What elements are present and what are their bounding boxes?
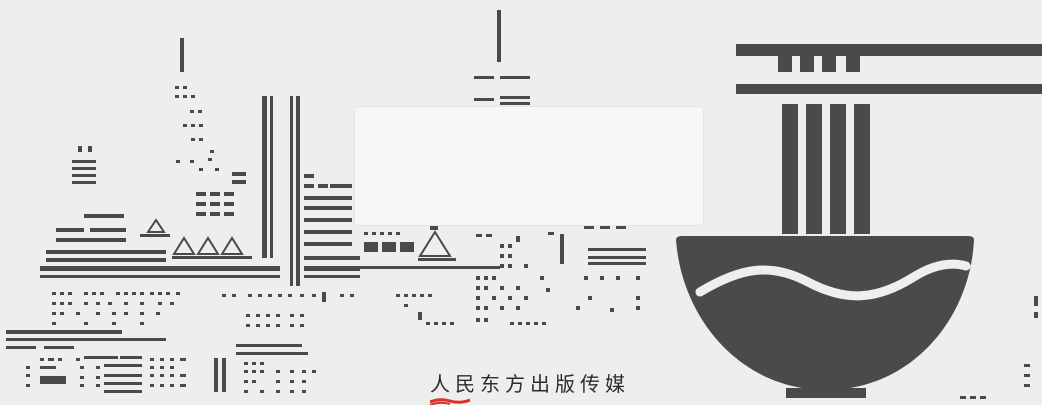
publisher-name: 人民东方出版传媒 — [430, 372, 630, 396]
blank-label-area — [355, 107, 703, 225]
noodle-bowl-icon — [676, 236, 974, 398]
city-skyline-icon — [6, 10, 646, 393]
publisher-logo-icon — [430, 398, 471, 405]
chopsticks-icon — [736, 44, 1042, 234]
